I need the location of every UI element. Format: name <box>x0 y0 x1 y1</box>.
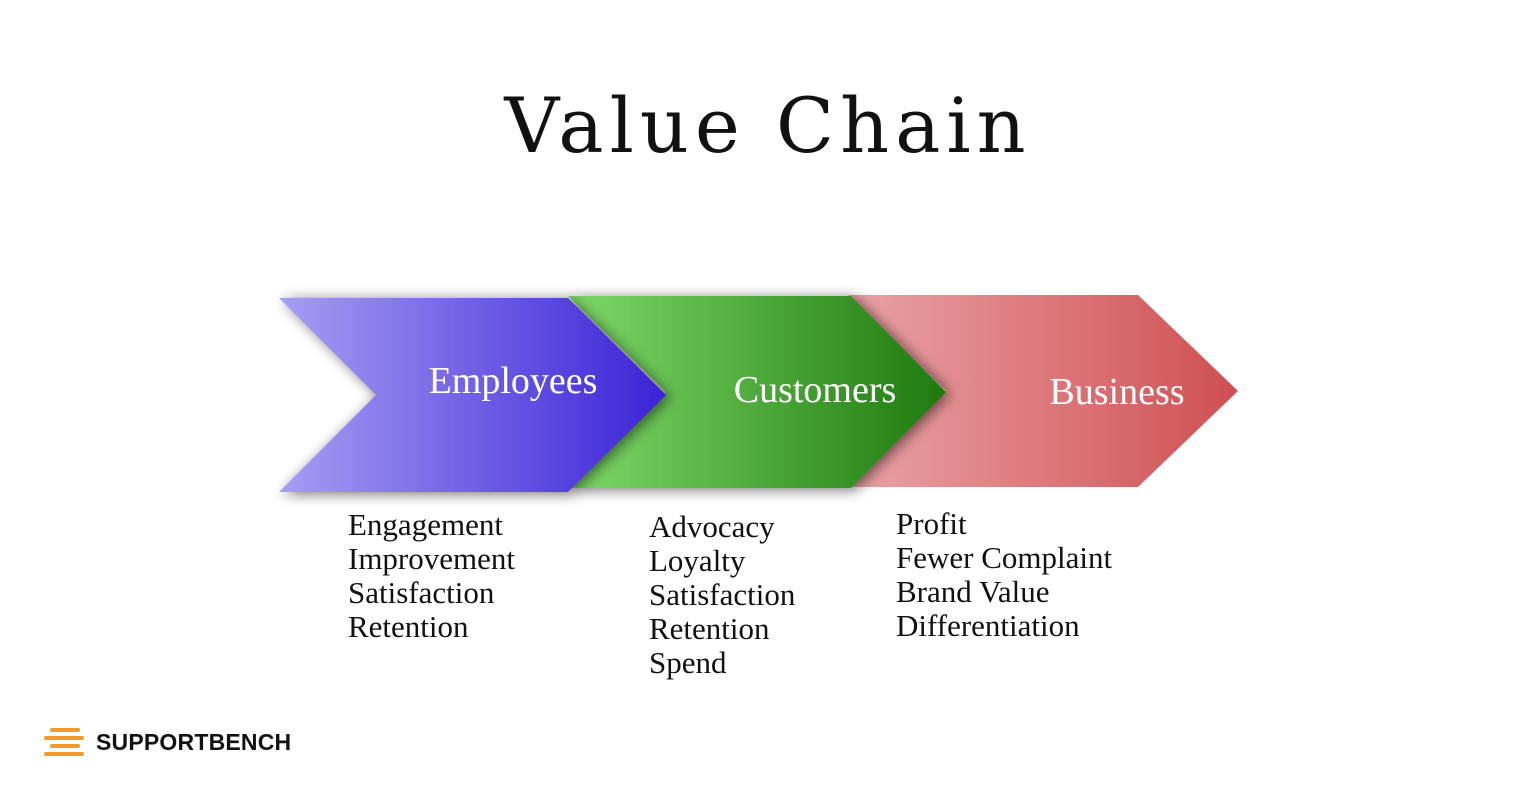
list-item: Improvement <box>348 541 516 576</box>
list-item: Brand Value <box>896 574 1050 609</box>
employees-outcomes-list: Engagement Improvement Satisfaction Rete… <box>348 508 515 644</box>
business-outcomes-list: Profit Fewer Complaint Brand Value Diffe… <box>896 507 1112 643</box>
list-item: Retention <box>649 611 770 646</box>
list-item: Advocacy <box>649 509 775 544</box>
employees-chevron-shape <box>279 298 666 492</box>
list-item: Engagement <box>348 507 503 542</box>
list-item: Spend <box>649 645 727 680</box>
list-item: Satisfaction <box>649 577 796 612</box>
list-item: Fewer Complaint <box>896 540 1113 575</box>
business-chevron-shape <box>848 295 1238 487</box>
stage-business-label: Business <box>1049 371 1184 413</box>
customers-outcomes-list: Advocacy Loyalty Satisfaction Retention … <box>649 510 795 680</box>
stacked-bars-logo-icon <box>44 727 84 757</box>
stage-business-chevron: Business <box>848 295 1238 487</box>
customers-chevron-shape <box>568 296 946 488</box>
stage-employees-chevron: Employees <box>279 298 666 492</box>
diagram-title: Value Chain <box>504 81 1032 170</box>
list-item: Profit <box>896 506 967 541</box>
list-item: Retention <box>348 609 469 644</box>
stage-customers-chevron: Customers <box>568 296 946 488</box>
list-item: Satisfaction <box>348 575 495 610</box>
list-item: Differentiation <box>896 608 1080 643</box>
brand-name: SUPPORTBENCH <box>96 728 292 755</box>
stage-employees-label: Employees <box>429 360 598 402</box>
brand-footer: SUPPORTBENCH <box>44 724 291 760</box>
list-item: Loyalty <box>649 543 746 578</box>
stage-customers-label: Customers <box>734 369 897 411</box>
